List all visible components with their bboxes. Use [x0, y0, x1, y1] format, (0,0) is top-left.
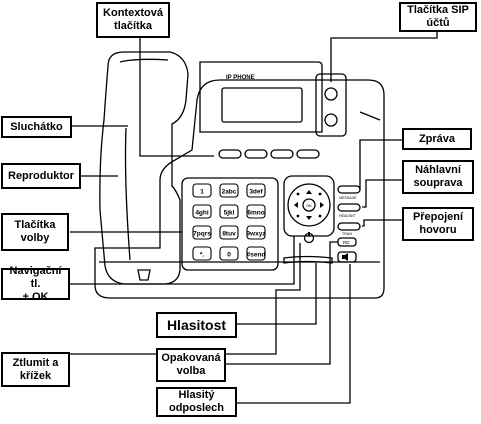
- keypad-key-12: [246, 246, 266, 261]
- keypad-key-2: [219, 183, 239, 198]
- keypad-key-label: *.: [200, 252, 205, 259]
- volume-bar: [283, 255, 333, 264]
- callout-navigation: Navigační tl. + OK: [1, 265, 70, 303]
- transfer-key-label: TRAN: [342, 232, 352, 236]
- nav-dot-1: [296, 192, 300, 196]
- headset-key-label: HEADSET: [339, 214, 357, 218]
- keypad-key-label: 6mno: [247, 210, 264, 217]
- keypad-key-label: #send: [247, 252, 266, 259]
- keypad-key-6: [246, 204, 266, 219]
- callout-redial: Opakovaná volba: [156, 348, 226, 382]
- keypad-key-label: 7pqrs: [193, 231, 211, 238]
- lcd-housing: [199, 61, 323, 133]
- callout-speakerphone: Hlasitý odposlech: [156, 387, 237, 417]
- keypad-key-label: 9wxyz: [246, 231, 266, 238]
- leader-volume: [237, 263, 317, 325]
- keypad-key-4: [192, 204, 212, 219]
- sip-button-1: [324, 87, 338, 101]
- handset-cradle: [137, 269, 151, 281]
- keypad-key-10: [192, 246, 212, 261]
- mute-glyph: [308, 232, 310, 236]
- nav-ring: [287, 183, 331, 227]
- speakerphone-key: [337, 251, 357, 263]
- lcd-screen: [221, 87, 303, 123]
- callout-handset: Sluchátko: [1, 116, 72, 138]
- leader-headset: [362, 179, 402, 208]
- nav-ok-label: OK: [306, 203, 312, 208]
- context-key-4: [296, 149, 320, 159]
- keypad-key-label: 5jkl: [224, 210, 235, 217]
- handset-inner-line: [119, 58, 169, 63]
- context-key-2: [244, 149, 268, 159]
- nav-dot-4: [318, 214, 322, 218]
- keypad-key-5: [219, 204, 239, 219]
- keypad-key-8: [219, 225, 239, 240]
- keypad-keys: 1 2abc 3def 4ghi 5jkl 6mno 7pqrs 8tuv 9wxyz *. 0 #s…: [192, 183, 266, 261]
- keypad-key-label: 0: [227, 252, 231, 259]
- nav-arrows: [294, 190, 348, 261]
- handset-grip: [124, 127, 131, 261]
- message-key: [337, 185, 361, 194]
- callout-headset: Náhlavní souprava: [402, 160, 474, 194]
- nav-ok-button: [302, 198, 316, 212]
- callout-mute: Ztlumit a křížek: [1, 352, 70, 387]
- leader-transfer: [362, 219, 402, 227]
- keypad-key-9: [246, 225, 266, 240]
- nav-right-arrow: [320, 202, 324, 208]
- leader-speakerphone: [237, 264, 351, 404]
- callout-volume: Hlasitost: [156, 312, 237, 338]
- keypad-key-label: 8tuv: [222, 231, 236, 238]
- sip-panel: [315, 73, 347, 137]
- context-key-3: [270, 149, 294, 159]
- nav-down-arrow: [306, 216, 312, 220]
- keypad-key-label: 1: [200, 189, 204, 196]
- callout-dial-buttons: Tlačítka volby: [1, 213, 69, 251]
- transfer-key: [337, 222, 361, 231]
- callout-speaker: Reproduktor: [1, 163, 81, 189]
- callout-sip-buttons: Tlačítka SIP účtů: [399, 2, 477, 32]
- brand-label: IP PHONE: [226, 75, 255, 81]
- phone-back-step: [359, 111, 381, 121]
- keypad-key-3: [246, 183, 266, 198]
- keypad-key-label: 2abc: [222, 189, 237, 196]
- callout-message: Zpráva: [402, 128, 472, 150]
- sip-button-2: [324, 113, 338, 127]
- nav-dot-3: [296, 214, 300, 218]
- leader-sip: [330, 30, 438, 82]
- handset-outline: [99, 51, 189, 285]
- keypad-key-label: 4ghi: [195, 210, 209, 217]
- keypad-key-11: [219, 246, 239, 261]
- callout-transfer: Přepojení hovoru: [402, 207, 474, 241]
- leader-context: [139, 38, 214, 157]
- headset-key: [337, 203, 361, 212]
- keypad-frame: [181, 177, 279, 271]
- nav-dot-2: [318, 192, 322, 196]
- callout-context-buttons: Kontextová tlačítka: [96, 2, 170, 38]
- context-key-1: [218, 149, 242, 159]
- phone-base-outline: [94, 79, 385, 299]
- keypad-key-7: [192, 225, 212, 240]
- leader-message: [359, 139, 402, 190]
- nav-left-arrow: [294, 202, 298, 208]
- leader-redial: [226, 241, 338, 365]
- message-key-label: MESSAGE: [339, 196, 357, 200]
- keypad-key-1: [192, 183, 212, 198]
- redial-key-label: RD: [343, 240, 350, 245]
- keypad-key-label: 3def: [249, 189, 263, 196]
- leader-navigation: [70, 236, 295, 285]
- speaker-glyph: [342, 253, 348, 261]
- nav-up-arrow: [306, 190, 312, 194]
